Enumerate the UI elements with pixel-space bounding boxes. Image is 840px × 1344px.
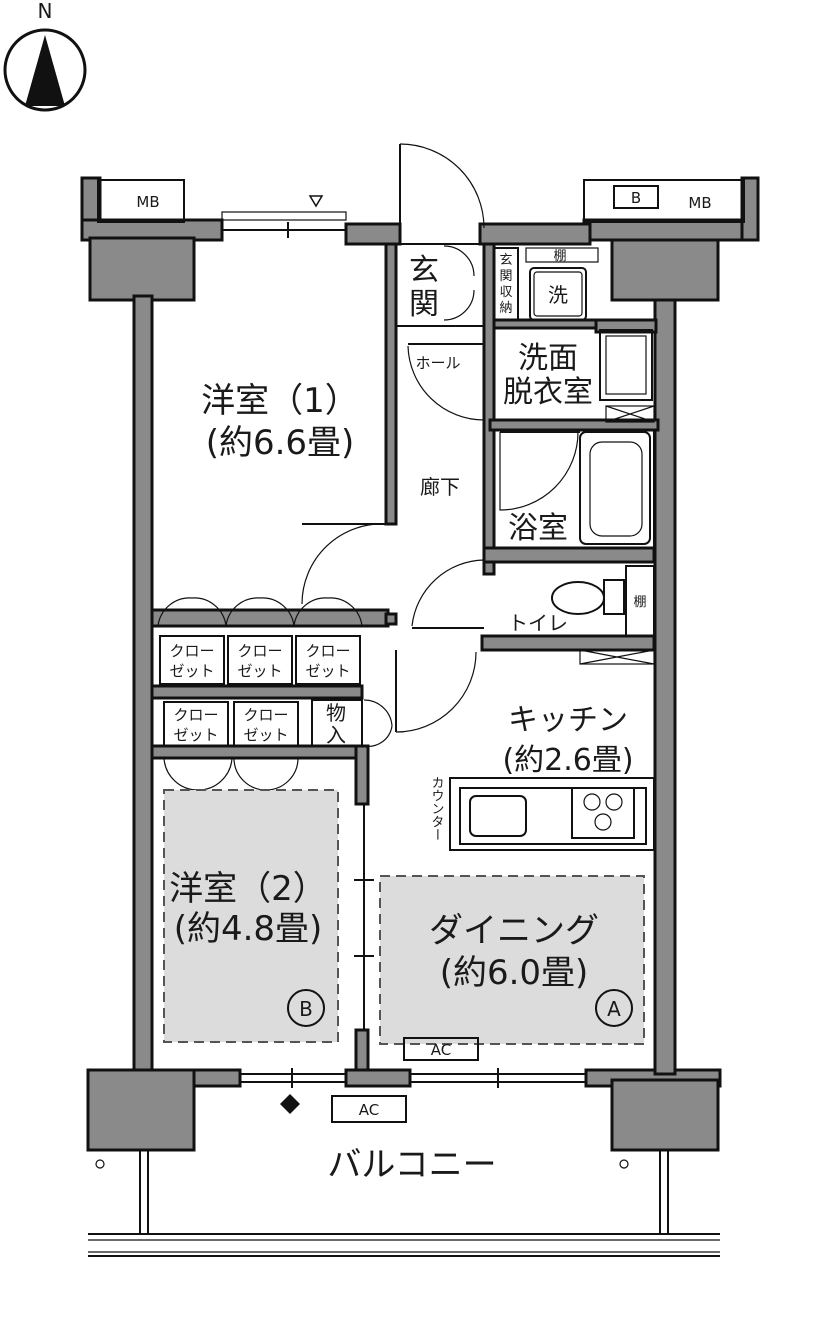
dining-size: (約6.0畳) [440, 953, 589, 993]
hall-label: ホール [415, 354, 460, 372]
counter-label: カウンター [429, 776, 444, 841]
toilet: 棚 トイレ [411, 559, 655, 665]
outer-walls [80, 176, 760, 1152]
genkan-storage-4: 納 [499, 301, 512, 316]
shelf-top-label: 棚 [553, 249, 566, 264]
genkan-label-2: 関 [409, 287, 439, 322]
closet-5-line2: ゼット [243, 726, 288, 744]
ac-outside-label: AC [359, 1101, 379, 1119]
toilet-label: トイレ [508, 611, 568, 635]
ac-inside-label: AC [431, 1041, 451, 1059]
closets-western1: クロー ゼット クロー ゼット クロー ゼット [157, 597, 363, 685]
shelf-toilet-label: 棚 [633, 595, 646, 610]
closet-3-line2: ゼット [305, 662, 350, 680]
washer-label: 洗 [548, 283, 568, 307]
north-compass-icon: N [3, 0, 87, 112]
storage-label-1: 物 [326, 701, 346, 725]
balcony-windows [240, 1068, 586, 1114]
bath-label: 浴室 [508, 511, 568, 546]
kitchen: キッチン (約2.6畳) カウンター [429, 703, 655, 851]
western1-size: (約6.6畳) [206, 423, 355, 463]
balcony-label: バルコニー [327, 1145, 496, 1185]
genkan-storage: 玄 関 収 納 [493, 247, 519, 321]
corridor-label: 廊下 [420, 475, 460, 499]
washroom-label-2: 脱衣室 [503, 375, 593, 410]
compass-label: N [38, 0, 53, 23]
corridor-lower-door [395, 650, 477, 733]
b-box-label: B [631, 189, 641, 207]
mark-a-label: A [607, 997, 621, 1021]
genkan-storage-3: 収 [499, 285, 512, 300]
interior-walls [150, 242, 660, 1072]
mb-closet-right: B MB [583, 179, 745, 223]
closet-5-line1: クロー [243, 706, 288, 724]
genkan-label-1: 玄 [409, 253, 439, 288]
closet-2-line2: ゼット [237, 662, 282, 680]
balcony: AC バルコニー [88, 1095, 720, 1257]
window-top [221, 195, 347, 238]
mb-left-label: MB [136, 193, 159, 211]
mb-closet-left: MB [97, 179, 185, 223]
kitchen-size: (約2.6畳) [502, 743, 633, 778]
sliding-partition [354, 804, 374, 1030]
western1-label: 洋室（1） [201, 381, 359, 421]
closet-1-line2: ゼット [169, 662, 214, 680]
mark-b-label: B [299, 997, 313, 1021]
washroom: 棚 洗 洗面 脱衣室 [503, 247, 655, 423]
western2-size: (約4.8畳) [174, 909, 323, 949]
genkan-storage-2: 関 [499, 269, 512, 284]
closet-3-line1: クロー [305, 642, 350, 660]
closet-1-line1: クロー [169, 642, 214, 660]
genkan-storage-1: 玄 [499, 253, 512, 268]
closet-2-line1: クロー [237, 642, 282, 660]
mb-right-label: MB [688, 194, 711, 212]
closet-4-line1: クロー [173, 706, 218, 724]
dining-label: ダイニング [429, 911, 599, 951]
dining: ダイニング (約6.0畳) A AC [379, 875, 645, 1061]
closet-4-line2: ゼット [173, 726, 218, 744]
hall: ホール [407, 343, 485, 421]
kitchen-label: キッチン [508, 703, 628, 738]
closets-western2: クロー ゼット クロー ゼット 物 入 [163, 699, 393, 791]
entrance-door [399, 143, 485, 229]
western1-door [301, 523, 387, 605]
genkan: 玄 関 [395, 243, 485, 327]
bath: 浴室 [493, 429, 655, 549]
western2-label: 洋室（2） [169, 869, 327, 909]
washroom-label-1: 洗面 [518, 341, 578, 376]
storage-label-2: 入 [326, 723, 346, 747]
western2: 洋室（2） (約4.8畳) B [163, 789, 339, 1043]
